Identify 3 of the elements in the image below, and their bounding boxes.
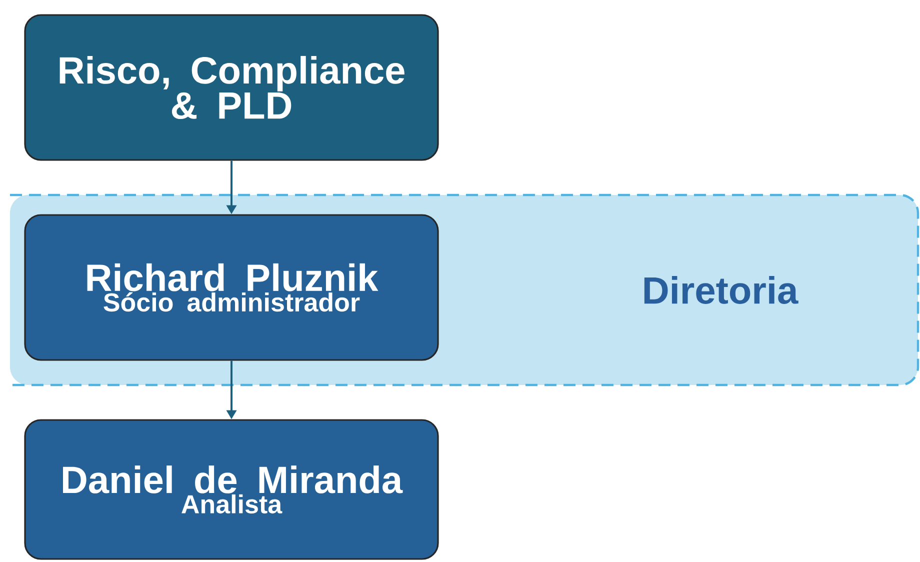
org-box: Richard Pluznik Sócio administrador	[24, 214, 439, 361]
org-box: Risco, Compliance & PLD	[24, 14, 439, 161]
org-box: Daniel de Miranda Analista	[24, 419, 439, 560]
